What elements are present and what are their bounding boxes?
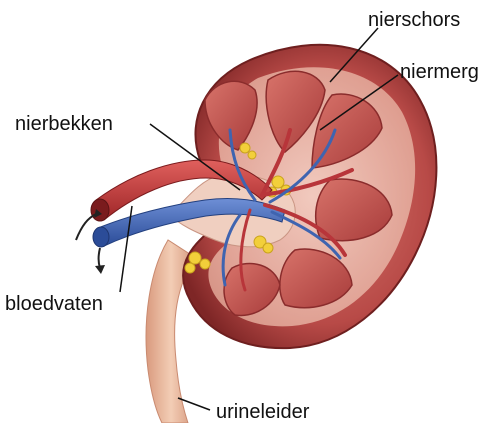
label-urineleider: urineleider (216, 402, 309, 422)
label-nierschors: nierschors (368, 10, 460, 30)
flow-arrow-out (99, 248, 101, 268)
label-bloedvaten: bloedvaten (5, 294, 103, 314)
flow-arrow-out-head (95, 265, 105, 274)
label-nierbekken: nierbekken (15, 114, 113, 134)
renal-artery-opening (91, 199, 109, 221)
label-niermerg: niermerg (400, 62, 479, 82)
renal-vein-opening (93, 227, 109, 247)
